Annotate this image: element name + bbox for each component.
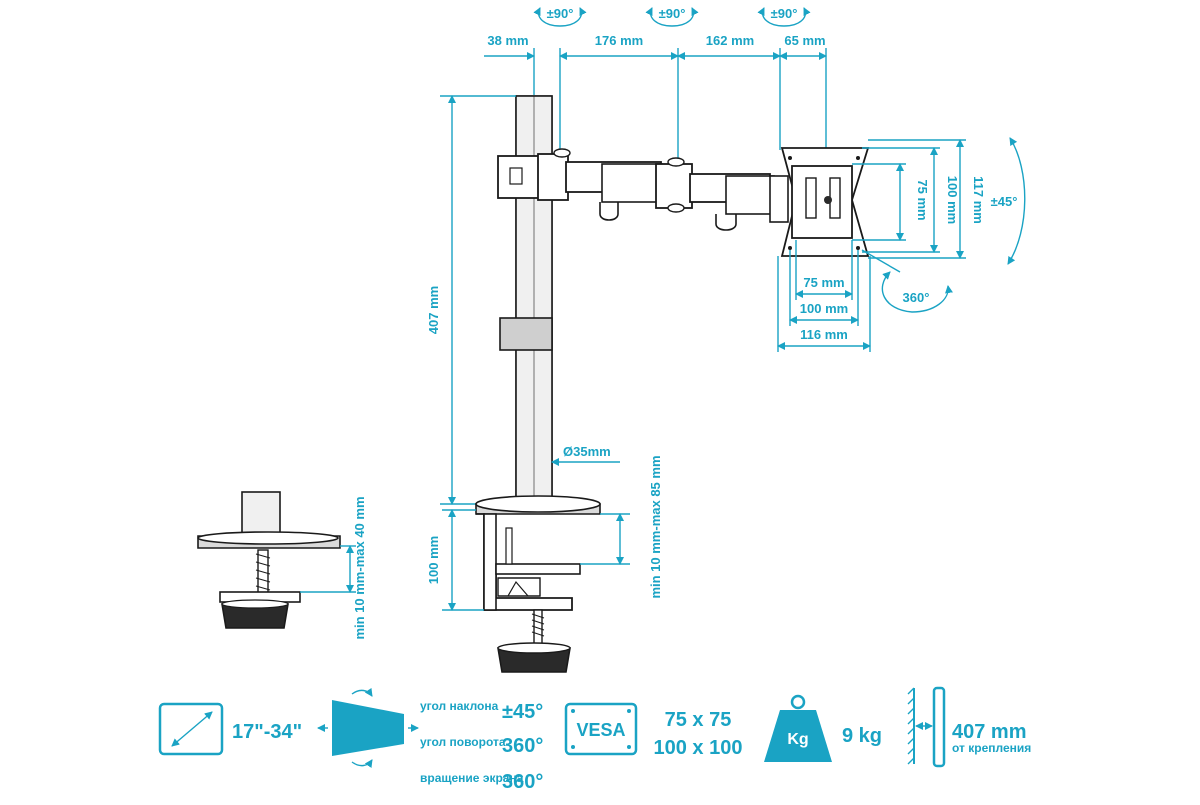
clamp-height-label: 100 mm bbox=[426, 536, 441, 584]
rotation-label-arm1: ±90° bbox=[547, 6, 574, 21]
clamp-range-dimension: min 10 mm-max 85 mm bbox=[580, 455, 663, 599]
rotation-specs: угол наклона ±45° угол поворота 360° вра… bbox=[317, 687, 543, 793]
vesa-width-dimensions bbox=[777, 240, 871, 352]
wall-hatch-icon bbox=[907, 687, 915, 765]
height-note: от крепления bbox=[952, 741, 1031, 755]
swivel-spec-value: 360° bbox=[502, 735, 543, 757]
vesa-width-116: 116 mm bbox=[800, 327, 848, 342]
vesa-height-75: 75 mm bbox=[915, 179, 930, 220]
grommet-mount bbox=[197, 491, 341, 629]
vesa-large-pattern: 100 x 100 bbox=[654, 737, 743, 759]
height-spec: 407 mm от крепления bbox=[907, 686, 1031, 768]
screen-size-spec: 17"-34" bbox=[158, 702, 302, 756]
plate-rotation-label: 360° bbox=[903, 290, 930, 305]
weight-spec: Kg 9 kg bbox=[764, 694, 882, 762]
vesa-width-75: 75 mm bbox=[803, 275, 844, 290]
screen-size-value: 17"-34" bbox=[232, 721, 302, 743]
rotation-label-arm2: ±90° bbox=[659, 6, 686, 21]
pole-height-label: 407 mm bbox=[426, 286, 441, 334]
dimension-176mm: 176 mm bbox=[595, 33, 643, 48]
dimension-38mm: 38 mm bbox=[487, 33, 528, 48]
weight-icon bbox=[764, 710, 832, 762]
vesa-badge: VESA bbox=[576, 720, 625, 740]
weight-value: 9 kg bbox=[842, 725, 882, 747]
rotation-spec-label: вращение экрана bbox=[420, 771, 524, 785]
pole-diameter-dimension: Ø35mm bbox=[551, 444, 620, 466]
vesa-plate bbox=[780, 147, 870, 257]
vesa-height-100: 100 mm bbox=[945, 176, 960, 224]
vesa-height-117: 117 mm bbox=[971, 176, 986, 224]
plate-rotation-icon: 360° bbox=[861, 249, 953, 313]
vesa-height-dimensions bbox=[852, 139, 966, 259]
dimension-162mm: 162 mm bbox=[706, 33, 754, 48]
swivel-spec-label: угол поворота bbox=[420, 735, 506, 749]
vesa-spec: VESA 75 x 75 100 x 100 bbox=[564, 702, 743, 759]
pole-icon bbox=[932, 686, 946, 768]
monitor-arm bbox=[497, 148, 789, 231]
grommet-range-dimension: min 10 mm-max 40 mm bbox=[300, 496, 367, 640]
vesa-small-pattern: 75 x 75 bbox=[665, 709, 732, 731]
monitor-tilt-icon bbox=[332, 700, 404, 756]
top-dimension-lines bbox=[484, 48, 827, 160]
pole-diameter-label: Ø35mm bbox=[563, 444, 611, 459]
tilt-label: ±45° bbox=[991, 194, 1018, 209]
rotation-icon-arm2: ±90° bbox=[645, 6, 699, 27]
screen-size-icon bbox=[158, 702, 224, 756]
rotation-icon-arm3: ±90° bbox=[757, 6, 811, 27]
rotation-label-arm3: ±90° bbox=[771, 6, 798, 21]
grommet-range-label: min 10 mm-max 40 mm bbox=[352, 496, 367, 639]
pole-collar bbox=[499, 317, 553, 351]
clamp-height-dimension: 100 mm bbox=[426, 509, 484, 611]
vesa-width-100: 100 mm bbox=[800, 301, 848, 316]
tilt-spec-label: угол наклона bbox=[420, 699, 499, 713]
clamp-range-label: min 10 mm-max 85 mm bbox=[648, 455, 663, 598]
rotation-spec-value: 360° bbox=[502, 771, 543, 793]
vesa-icon bbox=[564, 702, 638, 756]
dimension-65mm: 65 mm bbox=[784, 33, 825, 48]
tilt-spec-value: ±45° bbox=[502, 701, 543, 723]
weight-badge: Kg bbox=[787, 731, 808, 748]
tilt-rotation-icon: ±45° bbox=[991, 137, 1026, 265]
desk-clamp bbox=[475, 495, 601, 673]
rotation-icon-arm1: ±90° bbox=[533, 6, 587, 27]
height-value: 407 mm bbox=[952, 721, 1027, 743]
